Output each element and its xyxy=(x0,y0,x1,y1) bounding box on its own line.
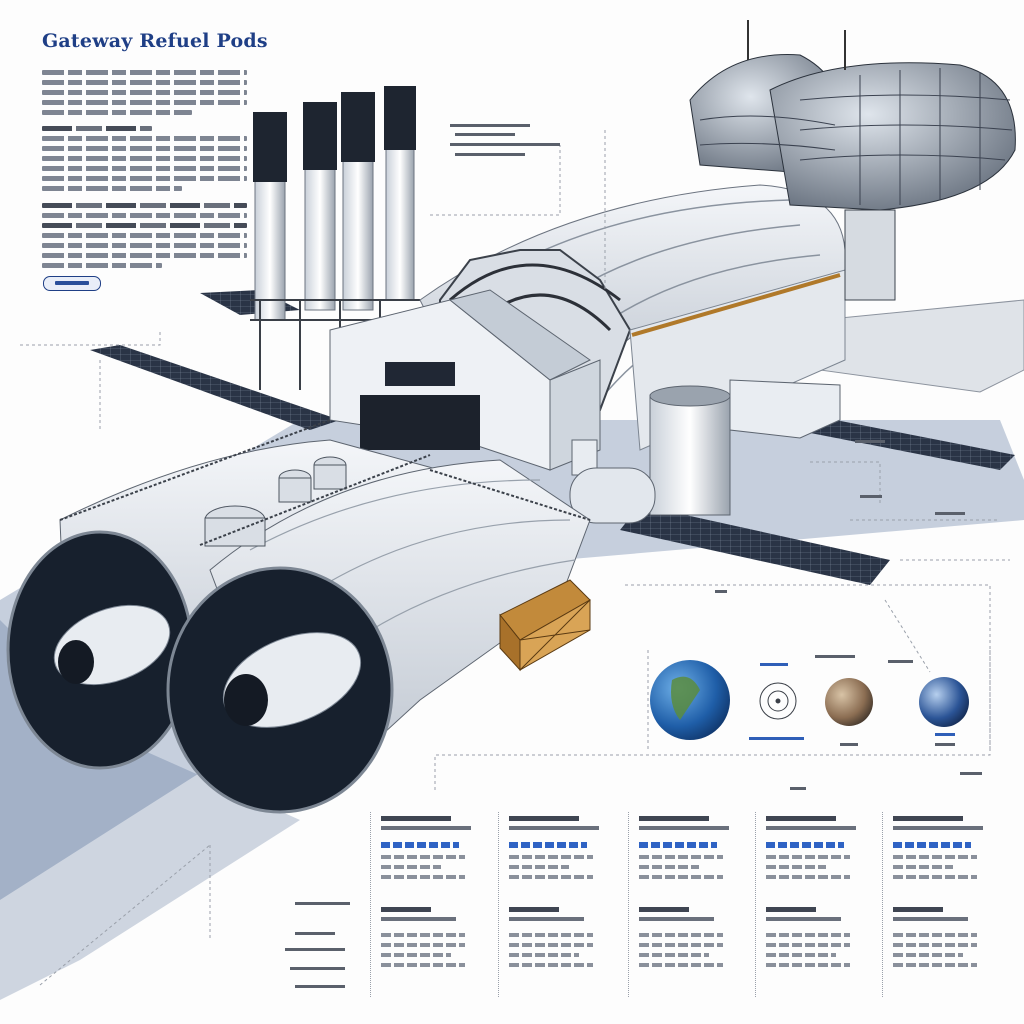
rocky-planet-icon xyxy=(825,678,873,726)
landing-deck xyxy=(819,299,1024,393)
utility-silo xyxy=(649,379,841,516)
learn-more-button[interactable] xyxy=(43,276,101,291)
orbit-target-icon xyxy=(759,682,797,720)
front-building xyxy=(329,289,601,476)
propellant-tanks xyxy=(689,20,1016,301)
page-title: Gateway Refuel Pods xyxy=(42,30,268,52)
blue-planet-icon xyxy=(919,677,969,727)
detail-paragraph xyxy=(42,203,247,273)
section-paragraph xyxy=(42,126,247,196)
connector-tube xyxy=(569,467,656,524)
engine-pod-right xyxy=(166,459,591,814)
smokestacks xyxy=(250,86,420,390)
solar-panel-left xyxy=(90,345,340,430)
spec-column-5 xyxy=(882,812,995,997)
planet-comparison xyxy=(647,650,991,752)
spec-column-1 xyxy=(370,812,483,997)
spec-column-2 xyxy=(498,812,611,997)
cargo-truss xyxy=(499,579,591,672)
solar-panel-lower xyxy=(620,505,890,585)
spec-column-4 xyxy=(755,812,868,997)
intro-paragraph xyxy=(42,70,247,120)
spec-column-3 xyxy=(628,812,741,997)
solar-panel-right xyxy=(795,415,1015,470)
